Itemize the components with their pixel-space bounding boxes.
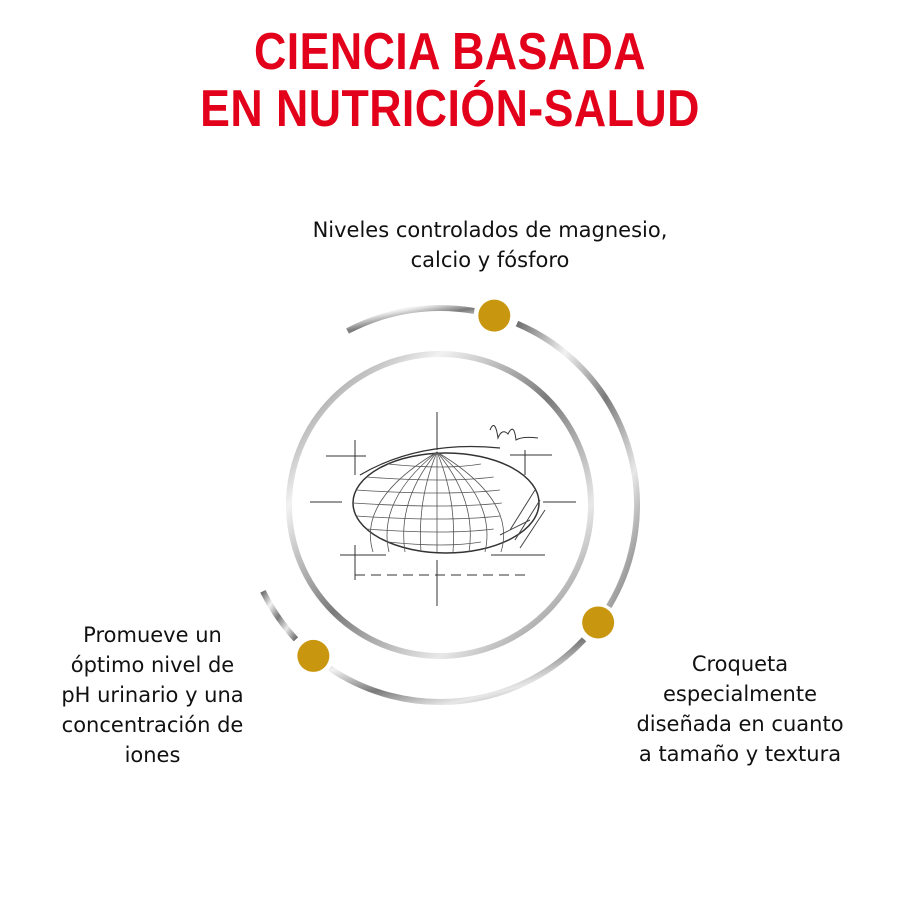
benefit-text: a tamaño y textura [638,742,842,766]
benefit-text: pH urinario y una [61,683,244,707]
outer-ring-arc [346,305,475,334]
benefit-text: diseñada en cuanto [636,712,844,736]
inner-ring [286,351,594,659]
benefit-dot [478,299,511,332]
benefit-text: Promueve un [83,623,222,647]
benefit-text: concentración de [61,713,244,737]
outer-ring-arc [328,637,587,705]
title-line-2: EN NUTRICIÓN-SALUD [200,80,700,138]
kibble-sketch-icon [310,412,576,606]
outer-ring-arc [515,320,640,609]
benefit-text: Croqueta [691,652,789,676]
benefit-text: calcio y fósforo [410,248,570,272]
benefit-text: Niveles controlados de magnesio, [312,218,668,242]
benefit-text: iones [124,743,181,767]
benefit-kibble-design: Croqueta especialmente diseñada en cuant… [600,649,880,769]
benefit-urinary-ph: Promueve un óptimo nivel de pH urinario … [20,620,285,770]
benefit-text: óptimo nivel de [70,653,235,677]
page-title: CIENCIA BASADA EN NUTRICIÓN-SALUD [63,24,837,138]
outer-ring-arc [260,590,299,642]
benefit-dot [582,606,615,639]
benefit-dot [297,639,330,672]
benefit-text: especialmente [662,682,818,706]
benefit-minerals: Niveles controlados de magnesio, calcio … [250,215,730,275]
title-line-1: CIENCIA BASADA [254,23,646,81]
